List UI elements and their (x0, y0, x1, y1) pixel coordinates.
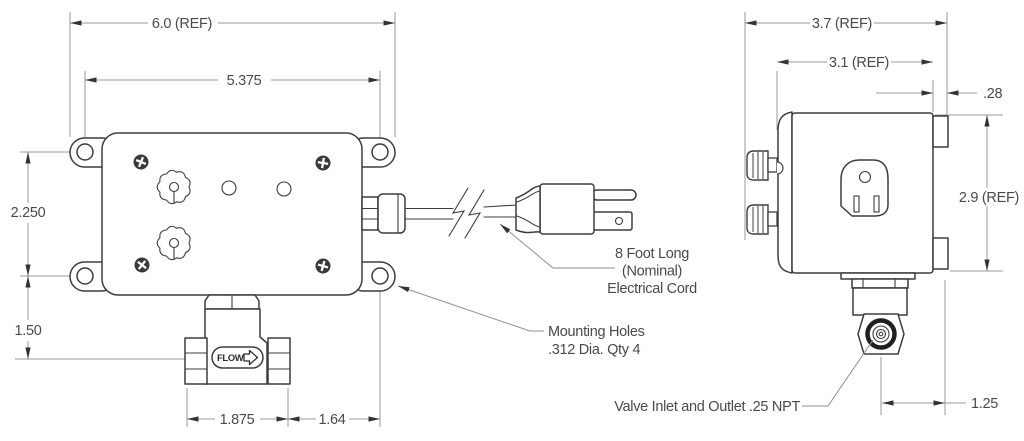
callout-mounting-holes: Mounting Holes .312 Dia. Qty 4 (397, 285, 645, 358)
dim-label-28: .28 (983, 86, 1002, 102)
dim-tab-offset: .28 (876, 86, 1003, 102)
dim-side-height: 2.9 (REF) (959, 115, 1019, 271)
callout-mounting-line1: Mounting Holes (548, 324, 645, 340)
side-extension-lines (744, 12, 1003, 415)
dim-label-5-375: 5.375 (227, 73, 262, 89)
dim-valve-length: 1.875 (187, 412, 288, 428)
valve-front: FLOW (184, 294, 291, 385)
cord-gland (361, 193, 406, 234)
callout-cord-line3: Electrical Cord (607, 281, 697, 297)
valve-side (840, 272, 916, 355)
callout-cord-line1: 8 Foot Long (615, 246, 689, 262)
outlet-slot-right (873, 195, 880, 213)
plug-strain-relief (515, 185, 541, 234)
dim-label-3-1-ref: 3.1 (REF) (829, 55, 889, 71)
mounting-holes (76, 143, 389, 285)
dim-valve-offset: 1.25 (882, 396, 999, 412)
dim-label-2-250: 2.250 (11, 205, 46, 221)
adjustment-knob-2 (156, 225, 191, 261)
dim-width-overall: 6.0 (REF) (70, 16, 395, 32)
callouts: 8 Foot Long (Nominal) Electrical Cord Mo… (397, 223, 874, 415)
dim-label-1-875: 1.875 (220, 412, 255, 428)
valve-collar (851, 278, 909, 289)
front-view: 6.0 (REF) 5.375 2.250 1.50 1.875 (11, 12, 637, 428)
plug-body (539, 183, 595, 235)
dim-valve-drop: 1.50 (14, 276, 42, 359)
side-flange (777, 111, 793, 274)
outlet-ground-hole (858, 170, 872, 184)
plug-prong-top (591, 189, 637, 201)
dim-label-1-25: 1.25 (971, 396, 998, 412)
flow-label: FLOW (211, 346, 264, 369)
cord-lines (404, 204, 518, 220)
callout-valve-ports-text: Valve Inlet and Outlet .25 NPT (614, 399, 800, 415)
flow-text: FLOW (217, 353, 244, 364)
valve-mount-plate (840, 272, 916, 280)
dim-valve-to-hole: 1.64 (288, 412, 380, 428)
dim-label-2-9-ref: 2.9 (REF) (959, 190, 1019, 206)
callout-valve-ports: Valve Inlet and Outlet .25 NPT (614, 339, 874, 415)
flow-arrow-icon (243, 349, 259, 366)
valve-port (865, 318, 897, 350)
plug-prong-bottom (591, 211, 633, 231)
side-knob-1 (746, 150, 784, 181)
dim-hole-spacing-v: 2.250 (11, 152, 46, 276)
cord-break-symbol (448, 187, 485, 239)
enclosure-front (69, 132, 396, 296)
callout-cord-line2: (Nominal) (622, 264, 682, 280)
enclosure-side (746, 111, 949, 274)
dim-label-6-0-ref: 6.0 (REF) (152, 16, 212, 32)
panel-holes (221, 180, 292, 197)
side-tab-bottom (932, 237, 949, 270)
dim-label-1-50: 1.50 (14, 323, 41, 339)
adjustment-knob-1 (156, 169, 191, 205)
dim-hole-spacing-h: 5.375 (85, 73, 380, 89)
side-view: 3.7 (REF) 3.1 (REF) .28 2.9 (REF) 1.25 (744, 12, 1019, 415)
dim-label-1-64: 1.64 (318, 412, 345, 428)
side-tab-top (932, 115, 949, 148)
valve-body-side (852, 287, 908, 316)
power-cord (361, 183, 637, 239)
dim-side-width-overall: 3.7 (REF) (745, 16, 947, 32)
callout-cord: 8 Foot Long (Nominal) Electrical Cord (499, 223, 697, 297)
dim-label-3-7-ref: 3.7 (REF) (812, 16, 872, 32)
power-outlet (840, 159, 889, 217)
dim-side-body-width: 3.1 (REF) (777, 55, 933, 71)
outlet-slot-left (853, 195, 860, 213)
valve-end-hex-left (184, 337, 208, 385)
side-knob-2 (746, 204, 778, 235)
valve-end-hex-right (267, 337, 291, 385)
power-plug (515, 183, 637, 235)
callout-mounting-line2: .312 Dia. Qty 4 (548, 342, 640, 358)
